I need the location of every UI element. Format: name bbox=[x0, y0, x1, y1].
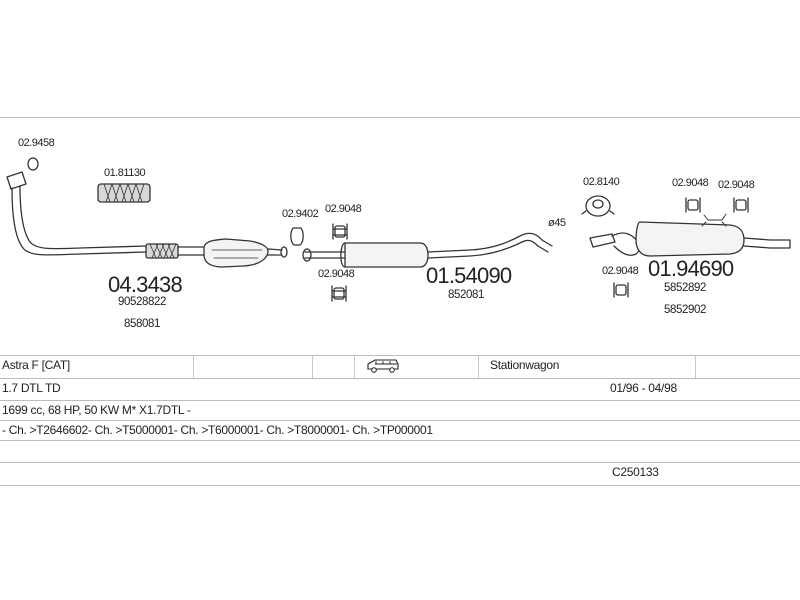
gasket-ring-icon bbox=[27, 157, 39, 171]
table-divider bbox=[695, 355, 696, 378]
table-line bbox=[0, 400, 800, 401]
production-period: 01/96 - 04/98 bbox=[610, 381, 677, 395]
part-label-seal: 02.9402 bbox=[282, 208, 319, 220]
table-line bbox=[0, 378, 800, 379]
rubber-hanger-icon bbox=[733, 197, 749, 213]
part-label-bracket: 02.8140 bbox=[583, 176, 620, 188]
engine-code: 1.7 DTL TD bbox=[2, 381, 61, 395]
ref-middle: 852081 bbox=[448, 289, 484, 301]
table-line bbox=[0, 462, 800, 463]
chassis-numbers: - Ch. >T2646602- Ch. >T5000001- Ch. >T60… bbox=[2, 423, 433, 437]
rubber-hanger-icon bbox=[332, 223, 348, 240]
table-divider bbox=[354, 355, 355, 378]
seal-ring-icon bbox=[290, 227, 304, 246]
body-type: Stationwagon bbox=[490, 358, 560, 372]
part-label-rear-silencer: 01.94690 bbox=[648, 256, 734, 281]
table-line bbox=[0, 440, 800, 441]
part-label-hanger-a: 02.9048 bbox=[325, 203, 362, 215]
table-line bbox=[0, 355, 800, 356]
ref-front-1: 90528822 bbox=[118, 296, 166, 308]
table-divider bbox=[478, 355, 479, 378]
part-label-hanger-d: 02.9048 bbox=[718, 179, 755, 191]
middle-silencer-icon bbox=[344, 242, 429, 268]
bracket-icon bbox=[585, 195, 611, 217]
table-divider bbox=[312, 355, 313, 378]
catalytic-converter-icon bbox=[203, 238, 269, 268]
part-label-hanger-c: 02.9048 bbox=[672, 177, 709, 189]
rear-silencer-icon bbox=[635, 221, 745, 257]
front-pipe bbox=[11, 187, 147, 256]
ref-rear-2: 5852902 bbox=[664, 304, 706, 316]
rubber-hanger-icon bbox=[613, 282, 629, 298]
part-label-middle-silencer: 01.54090 bbox=[426, 263, 512, 288]
engine-specs: 1699 cc, 68 HP, 50 KW M* X1.7DTL - bbox=[2, 403, 191, 417]
flex-pipe-icon bbox=[97, 183, 151, 203]
part-label-gasket: 02.9458 bbox=[18, 137, 55, 149]
part-label-hanger-b: 02.9048 bbox=[318, 268, 355, 280]
station-wagon-car-icon bbox=[367, 359, 399, 373]
exhaust-system-diagram bbox=[6, 157, 791, 302]
table-line bbox=[0, 485, 800, 486]
table-divider bbox=[193, 355, 194, 378]
part-label-front-pipe: 04.3438 bbox=[108, 272, 183, 297]
front-flange-icon bbox=[6, 171, 27, 190]
ref-front-2: 858081 bbox=[124, 318, 160, 330]
vehicle-model: Astra F [CAT] bbox=[2, 358, 70, 372]
table-line bbox=[0, 420, 800, 421]
part-label-flex-pipe: 01.81130 bbox=[104, 167, 146, 179]
rubber-hanger-icon bbox=[685, 197, 701, 213]
top-border bbox=[0, 117, 800, 118]
clamp-diameter-label: ø45 bbox=[548, 217, 566, 229]
rubber-hanger-icon bbox=[331, 285, 347, 302]
ref-rear-1: 5852892 bbox=[664, 282, 706, 294]
part-label-hanger-e: 02.9048 bbox=[602, 265, 639, 277]
system-code: C250133 bbox=[612, 465, 659, 479]
